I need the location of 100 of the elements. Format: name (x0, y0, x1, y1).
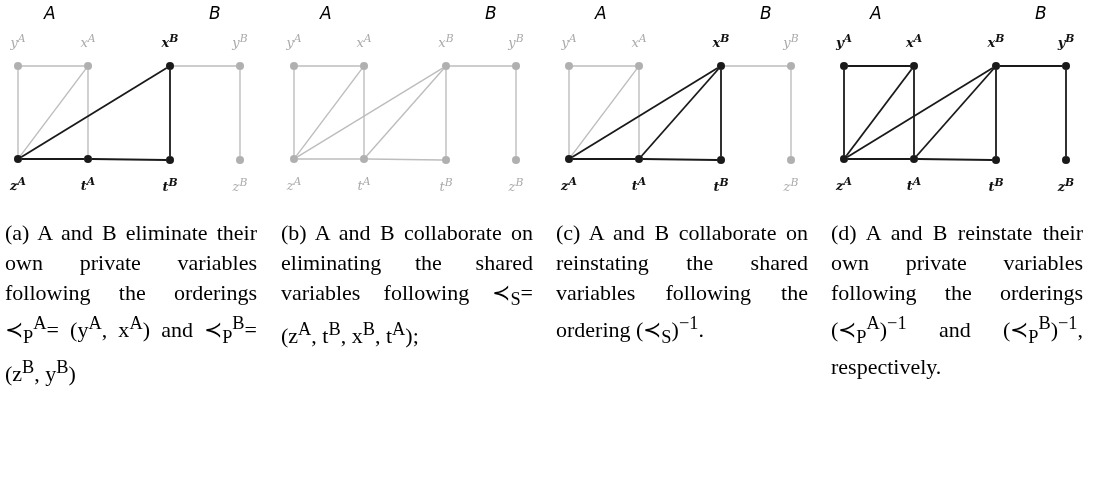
figure-caption: (c) A and B collaborate on reinstating the shared variables following the ordering (≺$_{S}$)$^{−1}$. (556, 219, 808, 349)
graph-edge (847, 65, 911, 67)
vertex-dot (635, 62, 643, 70)
vertex-label: z$^{A}$ (561, 175, 577, 194)
vertex-label: x$^{B}$ (161, 32, 179, 51)
vertex-label: y$^{A}$ (10, 32, 26, 51)
vertex-dot (166, 156, 174, 164)
figure-caption: (b) A and B collaborate on eliminating the shared variables following ≺$_{S}$= (z$^{A}$, t$^{B}$, x$^{B}$, t$^{A}$); (281, 219, 533, 351)
vertex-label: t$^{B}$ (988, 176, 1004, 195)
vertex-dot (360, 62, 368, 70)
vertex-dot (992, 156, 1000, 164)
vertex-dot (717, 156, 725, 164)
vertex-label: y$^{B}$ (1057, 32, 1075, 51)
vertex-label: x$^{B}$ (987, 32, 1005, 51)
vertex-label: y$^{B}$ (783, 32, 799, 51)
vertex-dot (360, 155, 368, 163)
graph-edge (173, 65, 237, 67)
vertex-dot (84, 62, 92, 70)
vertex-dot (14, 155, 22, 163)
agent-label: B (760, 3, 772, 23)
vertex-dot (442, 156, 450, 164)
graph-edge (913, 69, 915, 156)
graph-edge (367, 158, 443, 161)
vertex-dot (512, 156, 520, 164)
vertex-dot (442, 62, 450, 70)
agent-label: A (870, 3, 882, 23)
vertex-label: z$^{A}$ (286, 175, 302, 194)
vertex-label: t$^{A}$ (906, 175, 922, 194)
vertex-label: t$^{A}$ (631, 175, 647, 194)
vertex-label: z$^{B}$ (232, 176, 248, 195)
vertex-dot (565, 155, 573, 163)
graph-edge (363, 69, 365, 156)
vertex-label: z$^{B}$ (783, 176, 799, 195)
vertex-label: y$^{B}$ (508, 32, 524, 51)
vertex-dot (910, 155, 918, 163)
vertex-label: z$^{A}$ (10, 175, 26, 194)
graph-edge (999, 65, 1063, 67)
graph-edge (239, 69, 241, 157)
vertex-label: z$^{A}$ (836, 175, 852, 194)
graph-edge (846, 67, 994, 158)
graph-edge (293, 69, 295, 156)
vertex-dot (512, 62, 520, 70)
vertex-label: y$^{B}$ (232, 32, 248, 51)
agent-label: A (320, 3, 332, 23)
graph-edge (91, 158, 167, 161)
graph-edge (515, 69, 517, 157)
agent-label: A (595, 3, 607, 23)
vertex-dot (787, 62, 795, 70)
vertex-label: z$^{B}$ (1057, 176, 1075, 195)
graph-edge (19, 68, 87, 157)
graph-edge (169, 69, 171, 157)
graph-edge (572, 158, 636, 160)
vertex-dot (787, 156, 795, 164)
graph-edge (995, 69, 997, 157)
graph-edge (449, 65, 513, 67)
graph-edge (915, 68, 995, 157)
vertex-dot (236, 62, 244, 70)
vertex-dot (992, 62, 1000, 70)
vertex-dot (236, 156, 244, 164)
vertex-label: t$^{B}$ (713, 176, 729, 195)
vertex-label: y$^{A}$ (836, 32, 852, 51)
graph-edge (570, 68, 638, 157)
graph-edge (720, 69, 722, 157)
vertex-dot (910, 62, 918, 70)
vertex-dot (84, 155, 92, 163)
graph-edge (568, 69, 570, 156)
vertex-dot (166, 62, 174, 70)
graph-edge (297, 158, 361, 160)
vertex-label: x$^{A}$ (80, 32, 96, 51)
graph-edge (843, 69, 845, 156)
vertex-dot (565, 62, 573, 70)
graph-edge (638, 69, 640, 156)
graph-edge (297, 65, 361, 67)
vertex-label: z$^{B}$ (508, 176, 524, 195)
graph-edge (1065, 69, 1067, 157)
vertex-dot (840, 155, 848, 163)
vertex-label: y$^{A}$ (561, 32, 577, 51)
vertex-label: t$^{A}$ (80, 175, 96, 194)
graph-edge (20, 67, 168, 158)
graph-edge (295, 68, 363, 157)
figure-caption: (d) A and B reinstate their own private variables following the orderings (≺$_{P}$$^{A}$)$^{−1}$ and (≺$_{P}$$^{B}$)$^{−1}$, respectively. (831, 219, 1083, 381)
vertex-label: x$^{A}$ (631, 32, 647, 51)
graph-edge (917, 158, 993, 161)
graph-edge (572, 65, 636, 67)
vertex-label: t$^{B}$ (162, 176, 178, 195)
vertex-label: x$^{A}$ (905, 32, 923, 51)
vertex-label: t$^{A}$ (357, 175, 371, 194)
vertex-label: x$^{A}$ (356, 32, 372, 51)
agent-label: B (485, 3, 497, 23)
graph-edge (642, 158, 718, 161)
graph-edge (21, 65, 85, 67)
agent-label: A (44, 3, 56, 23)
vertex-dot (840, 62, 848, 70)
vertex-dot (1062, 156, 1070, 164)
vertex-label: x$^{B}$ (438, 32, 454, 51)
graph-edge (847, 158, 911, 160)
graph-edge (640, 68, 720, 157)
graph-edge (445, 69, 447, 157)
vertex-dot (290, 62, 298, 70)
vertex-label: t$^{B}$ (439, 176, 453, 195)
